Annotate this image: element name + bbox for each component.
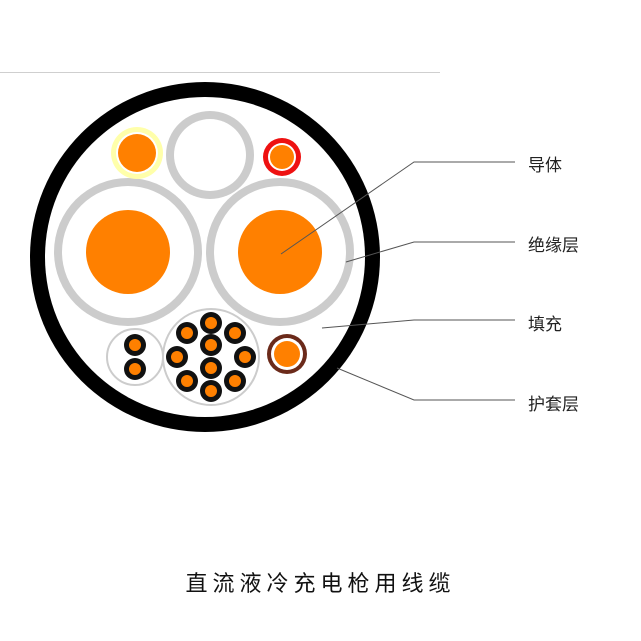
- label-sheath: 护套层: [528, 395, 579, 415]
- signal-pair-bundle: [106, 328, 164, 386]
- leader-line-sheath: [336, 367, 515, 401]
- label-conductor: 导体: [528, 156, 562, 176]
- leader-line-filler: [321, 319, 515, 329]
- control-core-bundle: [162, 308, 260, 406]
- signal-core-red: [263, 138, 301, 176]
- power-core-left: [54, 178, 202, 326]
- leader-line-insulation: [345, 241, 515, 263]
- label-filler: 填充: [528, 315, 562, 335]
- leader-line-conductor: [280, 161, 515, 255]
- signal-core-brown: [267, 334, 307, 374]
- diagram-caption: 直流液冷充电枪用线缆: [185, 572, 456, 597]
- top-divider-line: [0, 72, 440, 73]
- signal-core-yellow: [111, 127, 163, 179]
- label-insulation: 绝缘层: [528, 236, 579, 256]
- cooling-tube: [166, 111, 254, 199]
- power-core-right: [206, 178, 354, 326]
